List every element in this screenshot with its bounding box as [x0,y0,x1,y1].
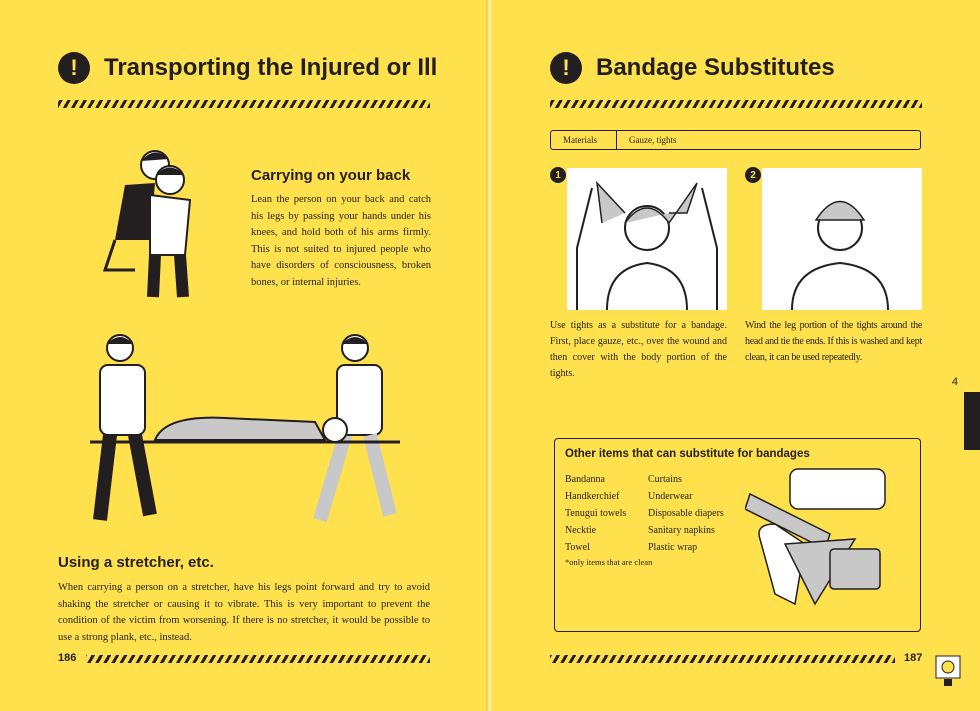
materials-label: Materials [551,131,617,149]
list-item: Underwear [648,491,693,502]
carrying-on-back-illustration [102,150,192,298]
list-item: Sanitary napkins [648,525,715,536]
step-number-2: 2 [745,167,761,183]
items-column-1: Bandanna Handkerchief Tenugui towels Nec… [565,471,626,556]
footer-stripe [550,655,895,663]
clean-note: *only items that are clean [565,557,653,567]
left-page: ! Transporting the Injured or Ill Carryi… [0,0,488,711]
list-item: Handkerchief [565,491,620,502]
bandage-items-illustration [745,468,886,606]
page-number: 186 [58,652,77,664]
carrying-body-text: Lean the person on your back and catch h… [251,194,431,288]
page-title: ! Transporting the Injured or Ill [58,52,437,84]
section-heading-stretcher: Using a stretcher, etc. [58,554,214,571]
list-item: Towel [565,542,590,553]
page-title: ! Bandage Substitutes [550,52,835,84]
list-item: Plastic wrap [648,542,698,553]
stretcher-body-text: When carrying a person on a stretcher, h… [58,582,430,643]
page-number: 187 [904,652,923,664]
materials-row: Materials Gauze, tights [550,130,921,150]
materials-value: Gauze, tights [629,135,677,145]
step1-text: Use tights as a substitute for a bandage… [550,320,727,379]
other-items-title: Other items that can substitute for band… [565,448,810,460]
step1-illustration [567,168,727,310]
items-column-2: Curtains Underwear Disposable diapers Sa… [648,471,724,556]
book-gutter [486,0,494,711]
section-heading-carrying: Carrying on your back [251,167,411,184]
alert-icon: ! [58,52,90,84]
title-text: Bandage Substitutes [596,54,835,81]
chapter-number: 4 [951,376,958,388]
list-item: Tenugui towels [565,508,627,519]
chapter-tab [964,392,980,450]
step-number-1: 1 [550,167,566,183]
list-item: Disposable diapers [648,508,724,519]
right-page: ! Bandage Substitutes Materials Gauze, t… [492,0,980,711]
list-item: Curtains [648,474,682,485]
stretcher-illustration [90,334,400,522]
step2-text: Wind the leg portion of the tights aroun… [745,320,922,363]
list-item: Necktie [565,525,597,536]
mascot-icon [935,655,961,686]
footer-stripe [86,655,430,663]
stripe-divider [550,100,922,108]
other-items-box: Other items that can substitute for band… [554,438,921,632]
title-text: Transporting the Injured or Ill [104,54,438,81]
stripe-divider [58,100,430,108]
alert-icon: ! [550,52,582,84]
step2-illustration [762,168,922,310]
list-item: Bandanna [565,474,605,485]
